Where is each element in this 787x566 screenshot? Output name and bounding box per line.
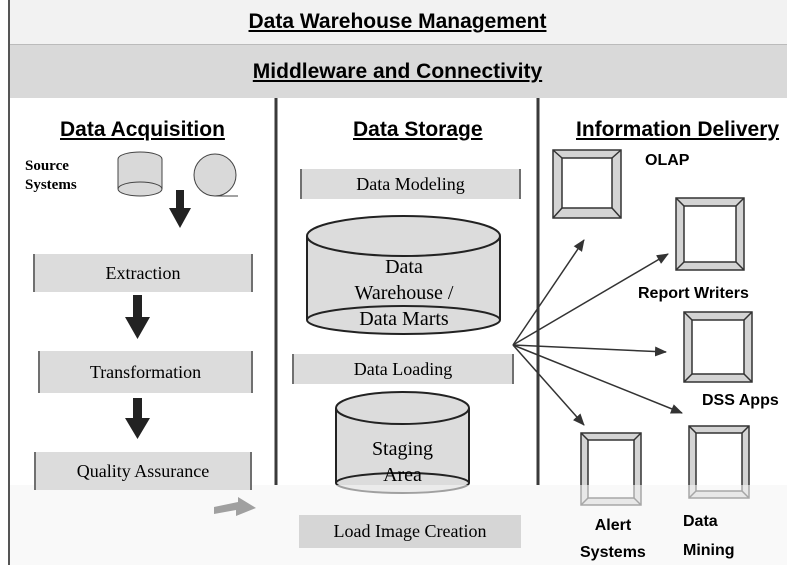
- warehouse-label: Data Warehouse / Data Marts: [354, 256, 454, 330]
- middleware-title: Middleware and Connectivity: [252, 59, 543, 83]
- report-writers-label: Report Writers: [638, 285, 749, 302]
- storage-heading: Data Storage: [353, 118, 483, 141]
- arrow-down-3: [125, 398, 150, 439]
- arrow-down-2: [125, 295, 150, 339]
- warehouse-cylinder: [306, 215, 501, 335]
- middleware-band: Middleware and Connectivity: [8, 45, 787, 98]
- management-title: Data Warehouse Management: [248, 10, 547, 33]
- arrow-to-olap: [512, 239, 585, 346]
- olap-label: OLAP: [645, 152, 690, 169]
- quality-assurance-box: Quality Assurance: [34, 452, 252, 490]
- database-icon: [117, 151, 163, 197]
- data-mining-label: Data Mining: [683, 513, 735, 559]
- extraction-box: Extraction: [33, 254, 253, 292]
- management-band: Data Warehouse Management: [8, 0, 787, 45]
- delivery-arrows: [512, 239, 683, 426]
- alert-systems-label: Alert Systems: [580, 517, 646, 561]
- arrow-to-data-mining: [512, 344, 683, 414]
- data-modeling-box: Data Modeling: [300, 169, 521, 199]
- staging-label: Staging Area: [371, 438, 434, 486]
- dss-apps-label: DSS Apps: [702, 392, 779, 409]
- olap-frame: [552, 149, 622, 219]
- report-writers-frame: [675, 197, 745, 271]
- arrow-to-alert-systems: [512, 344, 585, 426]
- transformation-box: Transformation: [38, 351, 253, 393]
- arrow-to-dss-apps: [512, 344, 667, 357]
- data-loading-box: Data Loading: [292, 354, 514, 384]
- load-image-creation-box: Load Image Creation: [299, 515, 521, 548]
- delivery-heading: Information Delivery: [576, 118, 780, 141]
- dss-apps-frame: [683, 311, 753, 383]
- source-systems-label: Source Systems: [25, 158, 77, 193]
- arrow-down-1: [169, 190, 191, 228]
- disk-icon: [193, 153, 238, 197]
- staging-cylinder: [335, 391, 470, 494]
- arrow-to-report-writers: [512, 253, 669, 346]
- acquisition-heading: Data Acquisition: [60, 118, 225, 141]
